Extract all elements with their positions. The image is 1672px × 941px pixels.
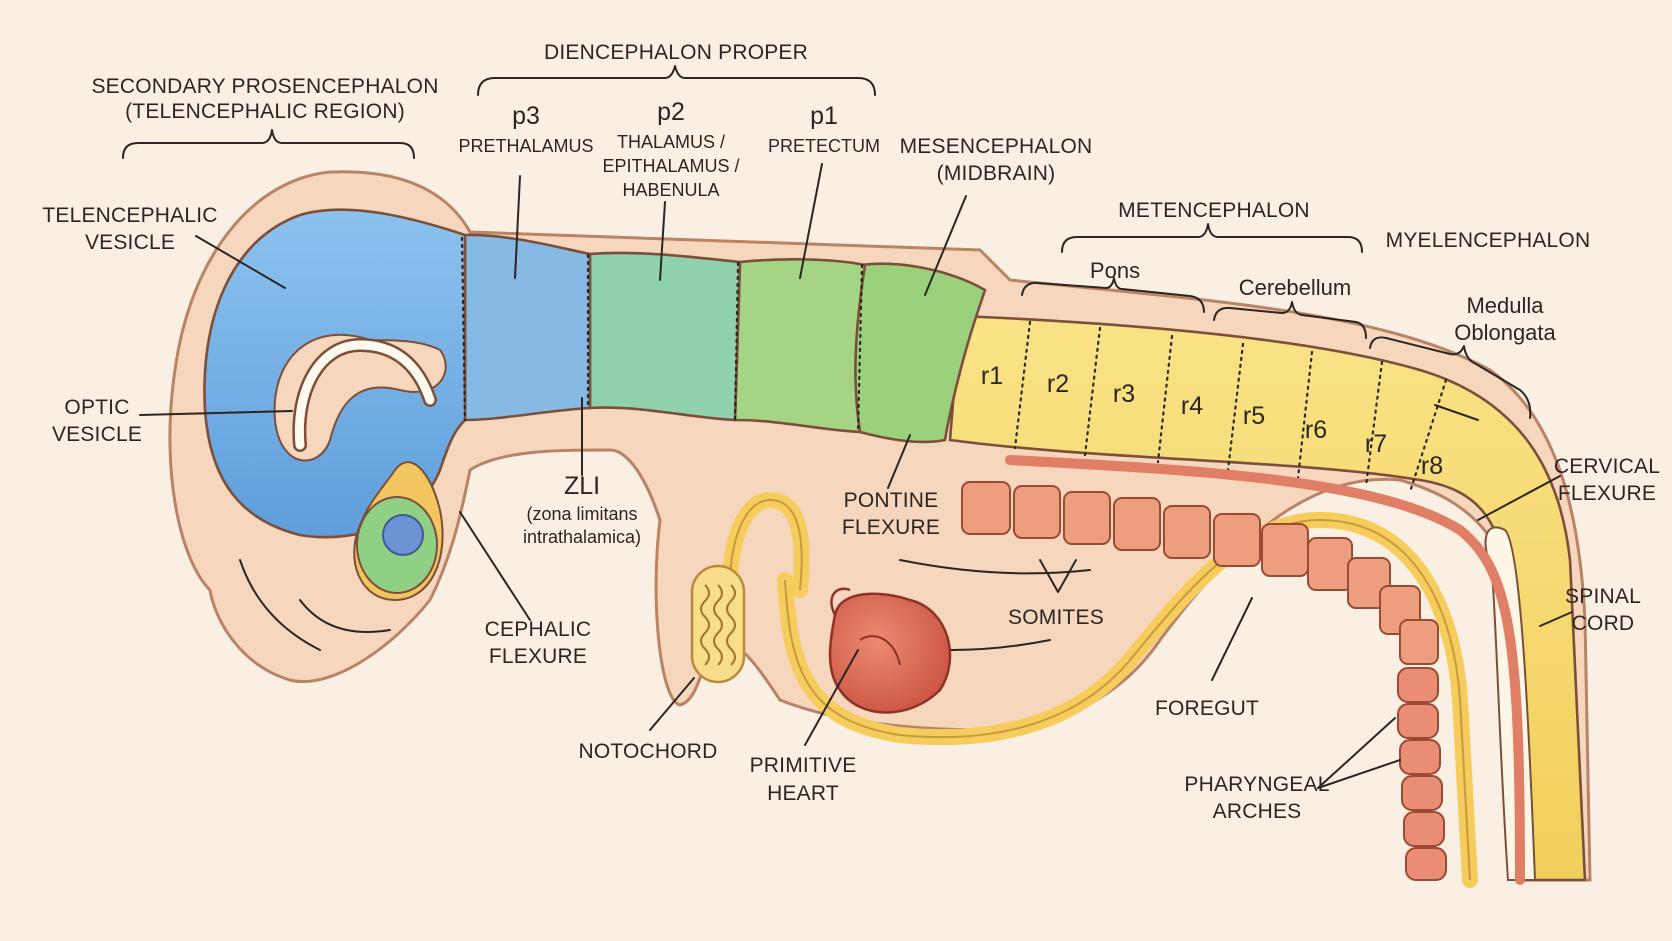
label-myelencephalon: MYELENCEPHALON <box>1386 229 1591 252</box>
somite <box>1213 513 1261 567</box>
label-cervical-flexure-2: FLEXURE <box>1558 482 1656 505</box>
labels: DIENCEPHALON PROPER SECONDARY PROSENCEPH… <box>42 41 1660 823</box>
label-spinal-cord: SPINAL <box>1565 585 1641 608</box>
label-p2: p2 <box>657 98 685 126</box>
label-r8: r8 <box>1421 452 1443 480</box>
label-r3: r3 <box>1113 380 1135 408</box>
somite <box>1163 505 1211 559</box>
bracket-cerebellum <box>1213 301 1367 339</box>
label-zli-full: (zona limitans <box>526 504 637 524</box>
label-habenula: HABENULA <box>622 180 719 200</box>
label-pons: Pons <box>1090 258 1140 283</box>
label-mesencephalon: MESENCEPHALON <box>900 135 1093 158</box>
pharyngeal-arch <box>1403 811 1445 847</box>
somite <box>1113 497 1161 551</box>
label-telencephalic-vesicle-2: VESICLE <box>85 231 175 254</box>
pharyngeal-arch <box>1399 739 1441 775</box>
label-primitive-heart-2: HEART <box>767 782 839 805</box>
label-midbrain: (MIDBRAIN) <box>937 162 1056 185</box>
somite <box>1399 619 1439 665</box>
bracket-pons <box>1021 277 1205 313</box>
label-medulla: Medulla <box>1466 293 1544 318</box>
label-notochord: NOTOCHORD <box>578 740 717 763</box>
label-r4: r4 <box>1181 392 1203 420</box>
label-cervical-flexure: CERVICAL <box>1554 455 1660 478</box>
label-p3: p3 <box>512 102 540 130</box>
label-r6: r6 <box>1305 416 1327 444</box>
somite <box>1307 537 1353 591</box>
label-cephalic-flexure: CEPHALIC <box>485 618 592 641</box>
label-r1: r1 <box>981 362 1003 390</box>
label-pontine-flexure: PONTINE <box>844 489 939 512</box>
bracket-medulla <box>1369 336 1532 419</box>
somite <box>1063 491 1111 545</box>
label-zli-full-2: intrathalamica) <box>523 527 641 547</box>
leader-lines <box>139 163 1573 789</box>
label-secondary-prosencephalon: SECONDARY PROSENCEPHALON <box>91 75 438 98</box>
pharyngeal-arch <box>1397 703 1439 739</box>
label-optic-vesicle-2: VESICLE <box>52 423 142 446</box>
bracket-secondary-prosencephalon <box>122 129 415 159</box>
label-epithalamus: EPITHALAMUS / <box>602 156 739 176</box>
label-spinal-cord-2: CORD <box>1572 612 1635 635</box>
label-metencephalon: METENCEPHALON <box>1118 199 1310 222</box>
notochord-bar <box>1005 455 1525 885</box>
pharyngeal-arch <box>1397 667 1439 703</box>
label-diencephalon-proper: DIENCEPHALON PROPER <box>544 41 808 64</box>
label-primitive-heart: PRIMITIVE <box>750 754 857 777</box>
brackets <box>122 65 1532 419</box>
pharyngeal-arch <box>1401 775 1443 811</box>
segment-boundaries <box>460 236 1448 494</box>
neural-tube <box>203 208 1587 882</box>
label-telencephalic-region: (TELENCEPHALIC REGION) <box>125 100 405 123</box>
label-foregut: FOREGUT <box>1155 697 1259 720</box>
label-pontine-flexure-2: FLEXURE <box>842 516 940 539</box>
label-zli: ZLI <box>564 472 600 500</box>
label-pharyngeal-arches: PHARYNGEAL <box>1184 773 1329 796</box>
pharyngeal-arch <box>1405 847 1447 881</box>
somites-group <box>961 481 1439 665</box>
label-prethalamus: PRETHALAMUS <box>458 136 593 156</box>
notochord-structure <box>690 564 746 684</box>
label-p1: p1 <box>810 102 838 130</box>
optic-cup <box>353 461 444 602</box>
bracket-metencephalon <box>1061 223 1363 253</box>
label-somites: SOMITES <box>1008 606 1104 629</box>
label-r5: r5 <box>1243 402 1265 430</box>
primitive-heart-structure <box>828 587 952 714</box>
label-cerebellum: Cerebellum <box>1239 275 1352 300</box>
label-pharyngeal-arches-2: ARCHES <box>1213 800 1302 823</box>
somite <box>1261 523 1309 577</box>
label-optic-vesicle: OPTIC <box>64 396 129 419</box>
pharyngeal-arches-group <box>1397 667 1447 881</box>
rhombomere-labels: r1 r2 r3 r4 r5 r6 r7 r8 <box>981 362 1443 480</box>
somite <box>1013 485 1061 539</box>
label-r2: r2 <box>1047 370 1069 398</box>
bracket-diencephalon <box>477 65 876 96</box>
label-thalamus: THALAMUS / <box>617 132 725 152</box>
label-pretectum: PRETECTUM <box>768 136 880 156</box>
somite <box>961 481 1011 535</box>
label-r7: r7 <box>1365 430 1387 458</box>
label-cephalic-flexure-2: FLEXURE <box>489 645 587 668</box>
label-oblongata: Oblongata <box>1454 320 1556 345</box>
label-telencephalic-vesicle: TELENCEPHALIC <box>42 204 217 227</box>
